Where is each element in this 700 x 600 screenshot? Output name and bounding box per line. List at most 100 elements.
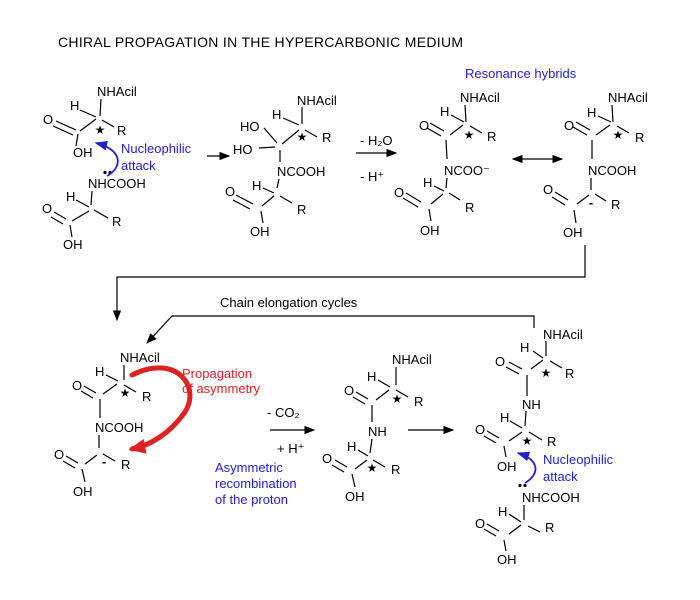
- nucleophilic-attack-label-2-line2: attack: [543, 469, 578, 484]
- atom-label-oh: OH: [63, 237, 83, 252]
- nucleophilic-attack-label-2-line1: Nucleophilic: [543, 452, 614, 467]
- molecule-2: NHAcil H HO HO ★ R NCOOH H O R OH: [225, 93, 337, 239]
- atom-label-o: O: [419, 118, 429, 133]
- chain-elongation-cycle-arrow: [146, 315, 535, 344]
- atom-label-ho: HO: [240, 119, 260, 134]
- molecule-6-bonds: [331, 367, 409, 488]
- atom-label-nhacil: NHAcil: [460, 90, 500, 105]
- atom-label-oh: OH: [250, 224, 270, 239]
- propagation-of-asymmetry-arrow: [128, 365, 193, 454]
- atom-label-h: H: [70, 98, 79, 113]
- atom-label-nhacil: NHAcil: [608, 90, 648, 105]
- atom-label-oh: OH: [345, 489, 365, 504]
- carbanion-charge: -: [589, 195, 593, 210]
- propagation-label-line2: of asymmetry: [182, 381, 261, 396]
- atom-label-r: R: [611, 197, 620, 212]
- atom-label-o: O: [495, 354, 505, 369]
- atom-label-ncooh: NCOOH: [95, 420, 143, 435]
- nucleophilic-attack-label-1-line1: Nucleophilic: [121, 141, 192, 156]
- molecule-2-bonds: [232, 107, 318, 224]
- chiral-star: ★: [522, 434, 533, 448]
- atom-label-oh: OH: [73, 484, 93, 499]
- atom-label-ncooh: NCOOH: [277, 164, 325, 179]
- atom-label-nhcooh: NHCOOH: [522, 490, 580, 505]
- asymmetric-recombination-label-line3: of the proton: [215, 492, 288, 507]
- molecule-1-bonds: [50, 98, 115, 238]
- molecule-1: NHAcil H O ★ R OH NHCOOH H O R OH: [42, 84, 146, 252]
- atom-label-r: R: [142, 389, 151, 404]
- nucleophilic-attack-label-1-line2: attack: [121, 158, 156, 173]
- molecule-6: NHAcil H O ★ R NH H O ★ R OH: [322, 352, 432, 504]
- molecule-4-bonds: [551, 104, 630, 224]
- chiral-star: ★: [297, 130, 308, 144]
- atom-label-h: H: [66, 189, 75, 204]
- atom-label-r: R: [121, 457, 130, 472]
- atom-label-r: R: [565, 366, 574, 381]
- carbanion-charge: -: [102, 454, 106, 469]
- molecule-5: NHAcil H O ★ R NCOOH - R O OH: [54, 350, 160, 499]
- atom-label-nhacil: NHAcil: [97, 84, 137, 99]
- molecule-3-bonds: [402, 104, 483, 222]
- atom-label-h: H: [367, 369, 376, 384]
- condition-minus-co2: - CO₂: [267, 405, 300, 420]
- atom-label-nh: NH: [522, 397, 541, 412]
- atom-label-r: R: [547, 434, 556, 449]
- atom-label-o: O: [543, 182, 553, 197]
- atom-label-r: R: [635, 130, 644, 145]
- atom-label-h: H: [95, 364, 104, 379]
- atom-label-o: O: [394, 185, 404, 200]
- atom-label-r: R: [414, 394, 423, 409]
- nucleophilic-attack-arrow-2: [516, 451, 537, 484]
- condition-plus-hplus: + H⁺: [277, 441, 304, 456]
- atom-label-h: H: [520, 340, 529, 355]
- chiral-star: ★: [95, 123, 106, 137]
- chiral-star: ★: [120, 386, 131, 400]
- atom-label-nhacil: NHAcil: [543, 327, 583, 342]
- atom-label-nhacil: NHAcil: [120, 350, 160, 365]
- atom-label-o: O: [54, 447, 64, 462]
- atom-label-h: H: [252, 178, 261, 193]
- chain-elongation-label: Chain elongation cycles: [220, 295, 358, 310]
- atom-label-r: R: [465, 200, 474, 215]
- atom-label-oh: OH: [563, 225, 583, 240]
- diagram-title: CHIRAL PROPAGATION IN THE HYPERCARBONIC …: [58, 34, 463, 50]
- atom-label-h: H: [347, 439, 356, 454]
- chiral-star: ★: [392, 392, 403, 406]
- atom-label-ncooh: NCOOH: [588, 163, 636, 178]
- atom-label-h: H: [440, 104, 449, 119]
- atom-label-r: R: [391, 462, 400, 477]
- condition-minus-h2o: - H₂O: [360, 133, 393, 148]
- nucleophilic-attack-arrow-1: [94, 140, 119, 177]
- atom-label-o: O: [564, 118, 574, 133]
- atom-label-r: R: [487, 129, 496, 144]
- atom-label-oh: OH: [497, 552, 517, 567]
- lone-pair-dot: [103, 170, 107, 175]
- atom-label-oh: OH: [420, 223, 440, 238]
- resonance-hybrids-label: Resonance hybrids: [465, 66, 577, 81]
- condition-minus-hplus: - H⁺: [360, 169, 384, 184]
- atom-label-nhacil: NHAcil: [392, 352, 432, 367]
- atom-label-r: R: [297, 202, 306, 217]
- atom-label-h: H: [498, 504, 507, 519]
- molecule-4: NHAcil H O ★ R NCOOH - R O OH: [543, 90, 648, 240]
- propagation-label-line1: Propagation: [182, 366, 252, 381]
- atom-label-o: O: [72, 378, 82, 393]
- chiral-star: ★: [367, 461, 378, 475]
- atom-label-h: H: [272, 107, 281, 122]
- atom-label-o: O: [344, 383, 354, 398]
- atom-label-r: R: [117, 123, 126, 138]
- atom-label-o: O: [322, 451, 332, 466]
- atom-label-h: H: [587, 105, 596, 120]
- atom-label-oh: OH: [497, 459, 517, 474]
- molecule-5-bonds: [62, 365, 137, 483]
- asymmetric-recombination-label-line1: Asymmetric: [215, 460, 283, 475]
- atom-label-o: O: [475, 516, 485, 531]
- molecule-7: NHAcil H O ★ R NH H O ★ R OH NHCOOH H O …: [475, 327, 583, 567]
- atom-label-o: O: [475, 422, 485, 437]
- molecule-3: NHAcil H O ★ R NCOO⁻ H O R OH: [394, 90, 500, 238]
- atom-label-h: H: [500, 410, 509, 425]
- lone-pair-dot: [523, 483, 527, 488]
- atom-label-ncoo-anion: NCOO⁻: [444, 163, 490, 178]
- atom-label-nhcooh: NHCOOH: [88, 176, 146, 191]
